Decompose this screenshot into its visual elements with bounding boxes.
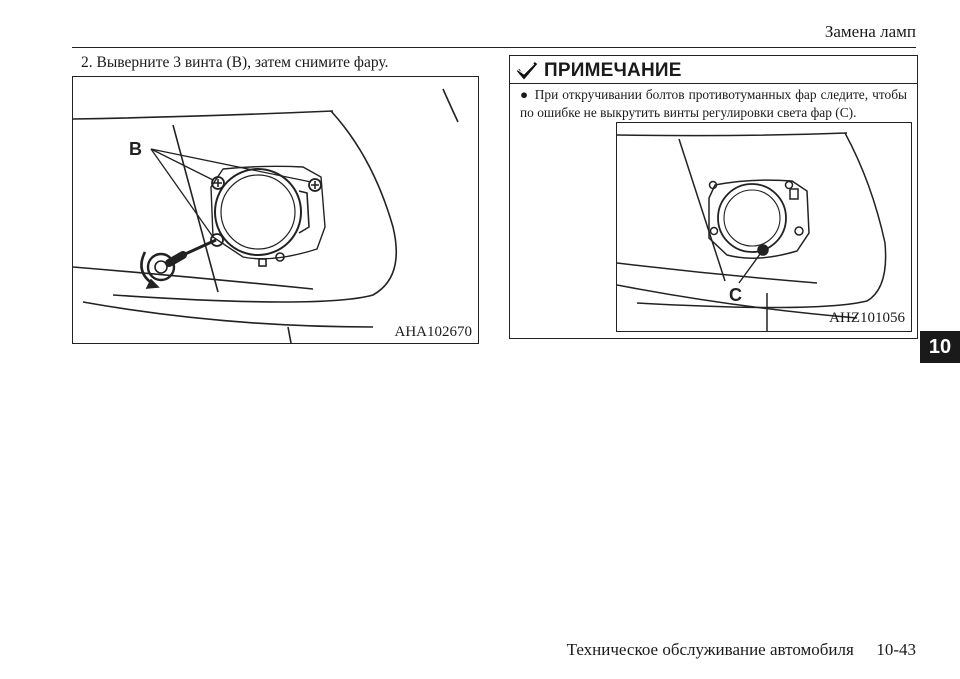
- note-text: ●При откручивании болтов противотуманных…: [520, 86, 907, 122]
- note-box: ПРИМЕЧАНИЕ ●При откручивании болтов прот…: [509, 55, 918, 339]
- fog-lamp-closeup-illustration: C: [617, 132, 887, 331]
- note-divider: [510, 83, 917, 84]
- note-title: ПРИМЕЧАНИЕ: [544, 60, 682, 81]
- note-header: ПРИМЕЧАНИЕ: [516, 59, 682, 83]
- note-check-icon: [516, 61, 538, 80]
- page-header-title: Замена ламп: [824, 22, 916, 41]
- fog-lamp-removal-figure: B AHA102670: [72, 76, 479, 344]
- page-footer: Техническое обслуживание автомобиля 10-4…: [567, 640, 916, 660]
- chapter-tab: 10: [920, 331, 960, 363]
- bullet-dot: ●: [520, 87, 529, 102]
- note-body: При откручивании болтов противотуманных …: [520, 87, 907, 120]
- adjuster-screw-figure: C AHZ101056: [616, 122, 912, 332]
- fog-lamp-illustration: B: [73, 88, 459, 343]
- step-instruction: 2. Выверните 3 винта (B), затем снимите …: [81, 54, 389, 71]
- callout-label-b: B: [129, 139, 142, 159]
- footer-section: Техническое обслуживание автомобиля: [566, 640, 854, 659]
- callout-label-c: C: [729, 285, 742, 305]
- header-divider: [72, 47, 916, 48]
- figure-code: AHA102670: [394, 324, 473, 340]
- page-number: 10-43: [876, 640, 916, 659]
- figure-code: AHZ101056: [829, 310, 905, 326]
